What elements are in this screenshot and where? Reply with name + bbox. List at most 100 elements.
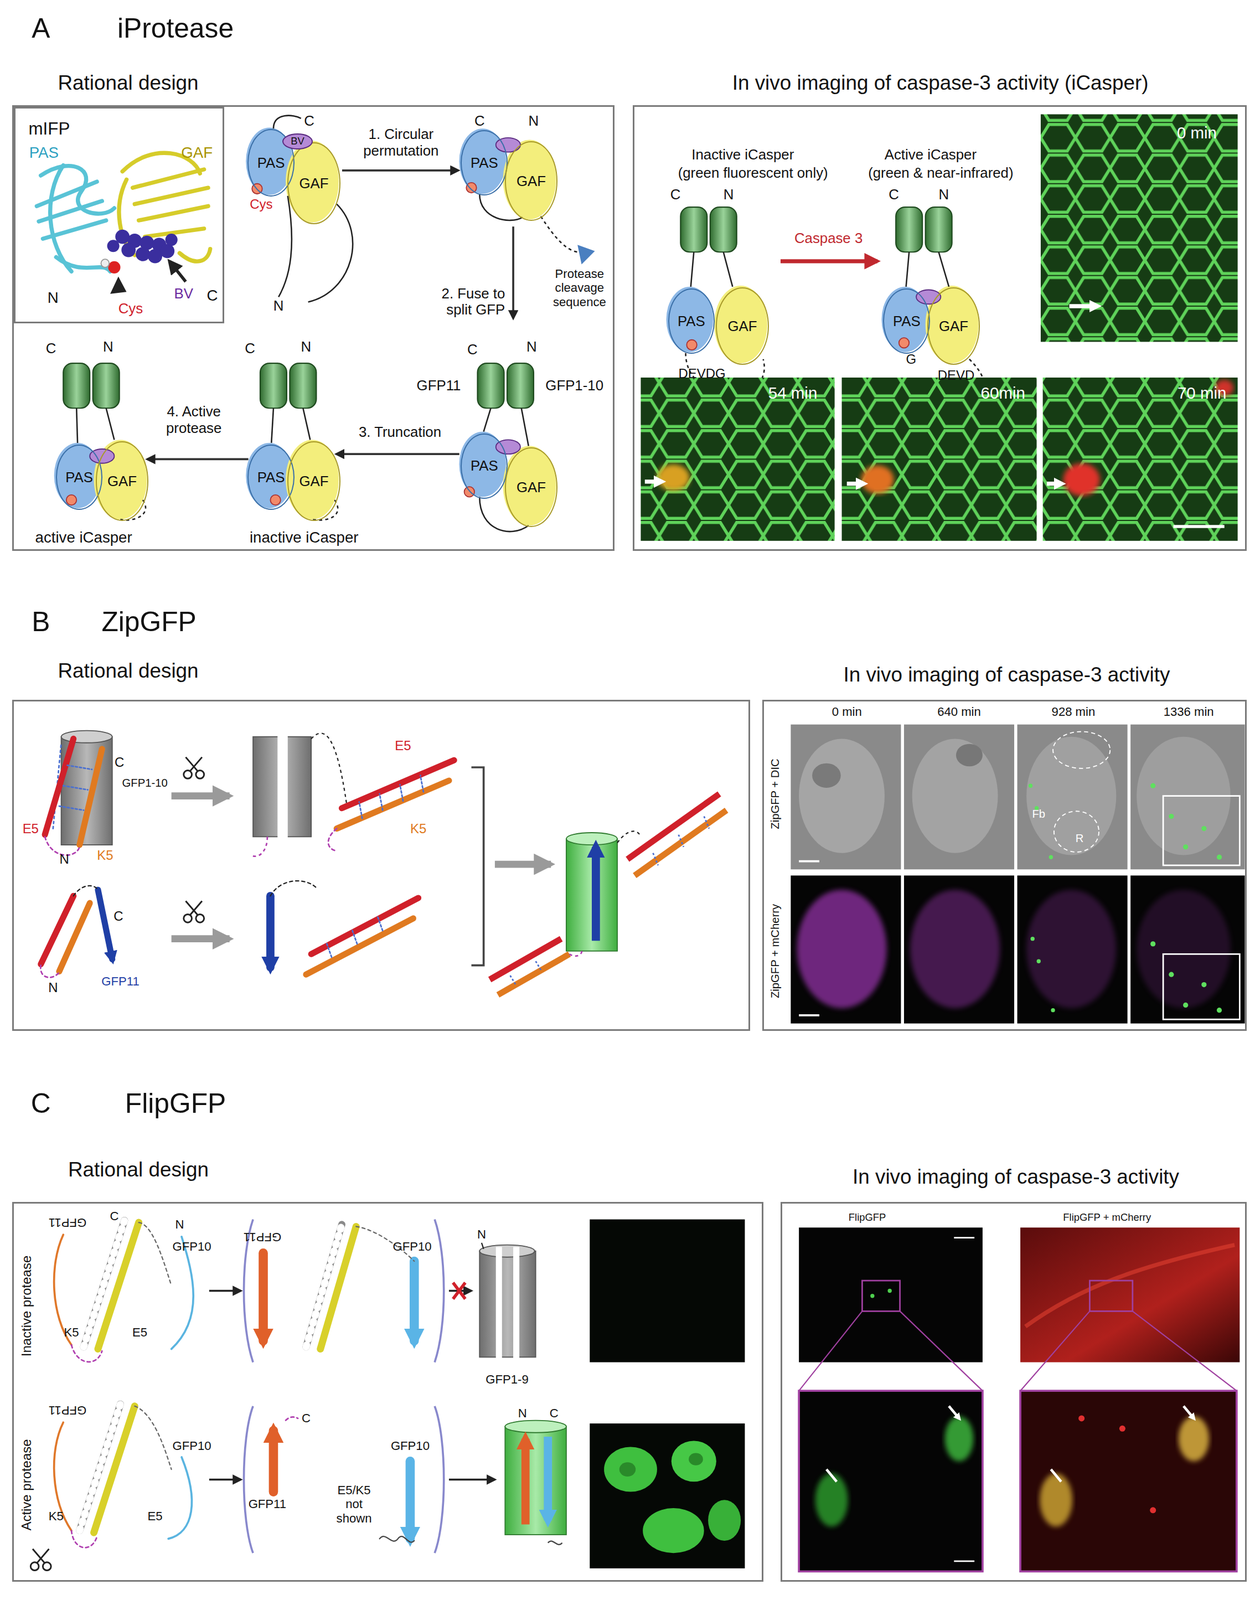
flipgfp-construct [320, 1226, 357, 1349]
microscopy-image [1089, 1280, 1133, 1311]
flipgfp-construct [285, 1416, 298, 1420]
linker-lines [120, 499, 146, 520]
figure-label: 0 min [832, 705, 862, 720]
node-text: PAS [257, 469, 286, 485]
microscopy-image [1078, 1414, 1085, 1422]
scissors-icon [30, 1548, 51, 1571]
microscopy-image [790, 724, 901, 870]
node-text: PAS [65, 469, 94, 485]
cysteine-dot [466, 182, 477, 193]
coiled-coil [336, 780, 449, 829]
split-gfp-barrels [260, 363, 317, 408]
figure-label: Cys [118, 301, 143, 318]
node-text: GAF [516, 173, 546, 189]
microscopy-image [1026, 889, 1117, 1009]
domain-fill [245, 442, 293, 509]
microscopy-image [640, 377, 835, 541]
gfp11-strand [73, 885, 98, 896]
step-label: 4. Active protease [152, 404, 235, 437]
gfp11-strand [306, 918, 414, 975]
microscopy-image [1150, 941, 1156, 947]
panel-heading: In vivo imaging of caspase-3 activity [843, 663, 1170, 687]
linker-lines [76, 407, 146, 520]
microscopy-image [1216, 854, 1222, 860]
domain-ellipse: PAS [668, 288, 716, 354]
linker-lines [308, 204, 354, 303]
microscopy-image [798, 1014, 820, 1017]
pointer-triangle [110, 276, 127, 294]
gfp11-strand [266, 895, 275, 968]
figure-label: C [206, 287, 218, 306]
figure-label: N [273, 297, 284, 315]
gfp-cylinder [61, 730, 113, 743]
microscopy-image [1020, 1390, 1237, 1572]
linker-lines [938, 251, 949, 287]
chromophore-pill [916, 289, 941, 304]
figure-label: B [31, 606, 50, 639]
flipgfp-construct [405, 1460, 416, 1539]
linker-lines [521, 407, 529, 446]
microscopy-image [644, 479, 661, 484]
zoom-lines [798, 1310, 862, 1391]
figure-label: iProtease [117, 12, 234, 45]
gfp-cylinder [479, 1242, 536, 1362]
figure-label: GFP11 [248, 1496, 287, 1511]
figure-label: N [938, 186, 950, 204]
chromophore-spheres [121, 243, 136, 258]
gfp11-strand [97, 889, 113, 959]
figure-label: 60min [980, 383, 1026, 403]
microscopy-image [589, 1423, 745, 1569]
microscopy-image [1150, 783, 1156, 789]
cysteine-dot [251, 183, 262, 194]
figure-label: C [113, 908, 123, 924]
figure-label: Inactive iCasper [691, 146, 794, 164]
step-arrow [342, 169, 459, 172]
microscopy-image [826, 1406, 960, 1482]
panel-box: In vivo imaging of caspase-3 activity [762, 699, 1247, 1031]
figure-label: N [102, 338, 114, 356]
figure-label: N [477, 1227, 487, 1242]
gfp-cylinder-open [311, 732, 348, 807]
figure-label: K5 [410, 820, 427, 837]
coiled-coil [79, 749, 103, 845]
figure-label: N [174, 1217, 184, 1232]
split-gfp-barrels [895, 207, 952, 252]
microscopy-image [619, 1462, 636, 1477]
figure-label: ZipGFP [101, 606, 196, 639]
flipgfp-construct [409, 1261, 420, 1341]
split-gfp-barrels [680, 207, 737, 252]
node-text: GAF [516, 479, 546, 495]
gfp-cylinder [481, 1242, 484, 1249]
figure-label: Active protease [18, 1438, 35, 1531]
figure-label: E5 [394, 738, 411, 754]
zoom-lines [900, 1310, 983, 1391]
protein-ribbon [119, 152, 211, 262]
microscopy-image [1050, 1008, 1055, 1012]
microscopy-image [1201, 982, 1207, 988]
figure-label: C [109, 1209, 119, 1223]
figure-label: K5 [96, 847, 113, 864]
figure-label: C [45, 341, 57, 358]
microscopy-image [1039, 1473, 1073, 1527]
cysteine-dot [686, 339, 697, 350]
figure-label: C [467, 341, 478, 359]
figure-label: C [549, 1406, 559, 1420]
linker-lines [723, 251, 733, 287]
gfp-cylinder-open [250, 836, 267, 856]
step-arrow [512, 226, 515, 319]
gfp-cylinder-green [510, 961, 542, 986]
gfp-cylinder-green [591, 847, 601, 942]
linker-lines [278, 195, 292, 297]
gfp11-strand [270, 880, 317, 896]
domain-ellipse: PAS [460, 130, 508, 196]
zoom-lines [1132, 1310, 1237, 1391]
microscopy-image [1036, 959, 1041, 964]
panel-heading: In vivo imaging of caspase-3 activity [852, 1165, 1180, 1189]
microscopy-image [1168, 813, 1174, 819]
microscopy-image [1052, 731, 1110, 769]
figure-label: ZipGFP + DIC [768, 758, 782, 829]
microscopy-image [671, 1440, 717, 1482]
protein-ribbon [36, 165, 115, 272]
